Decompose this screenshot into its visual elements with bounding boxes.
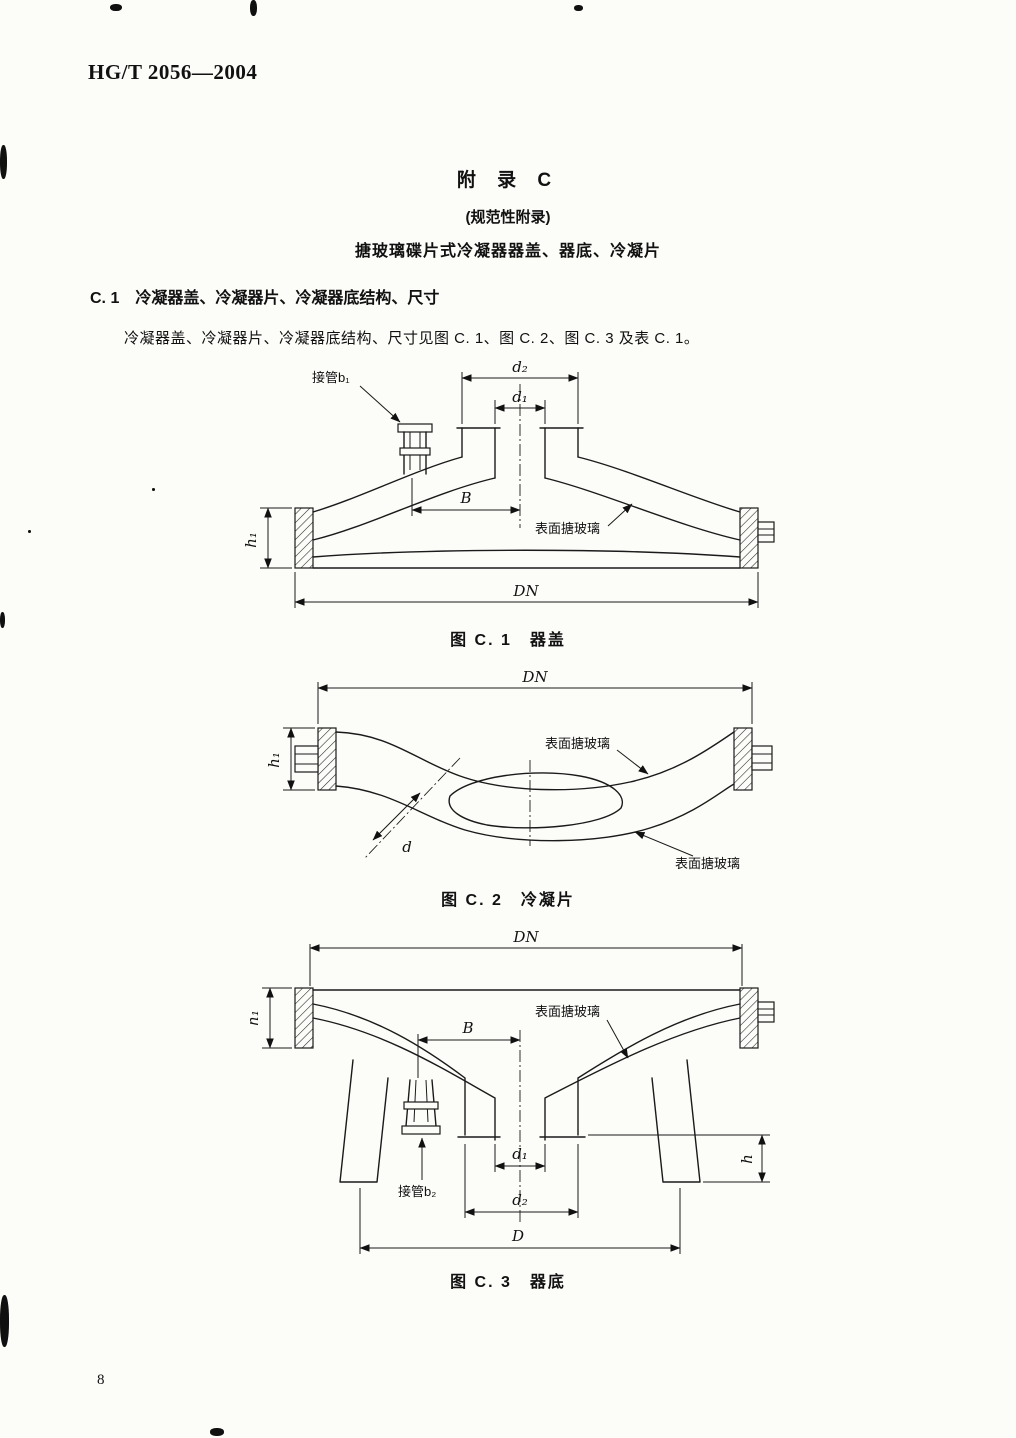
- appendix-note: (规范性附录): [465, 209, 551, 226]
- fig1-dim-b: B: [411, 478, 521, 516]
- fig2-label-glass-bottom: 表面搪玻璃: [675, 856, 740, 871]
- fig1-label-h1: h₁: [242, 532, 260, 548]
- body-paragraph: 冷凝器盖、冷凝器片、冷凝器底结构、尺寸见图 C. 1、图 C. 2、图 C. 3…: [124, 330, 700, 347]
- fig3-right-flange: [739, 987, 759, 1049]
- fig3-callout-glass: 表面搪玻璃: [535, 1004, 629, 1059]
- fig2-label-glass-top: 表面搪玻璃: [545, 736, 610, 751]
- fig2-disc-shell: [335, 731, 735, 842]
- fig1-right-stub: [757, 521, 775, 543]
- figure-c2-drawing: d DN h₁ 表面搪玻璃 表面搪玻璃: [265, 668, 773, 871]
- scan-artifact: [152, 488, 155, 491]
- fig1-callout-nozzle: 接管b₁: [312, 370, 401, 423]
- fig2-label-dn: DN: [521, 668, 548, 686]
- scan-artifact: [210, 1428, 224, 1436]
- fig1-callout-glass: 表面搪玻璃: [535, 503, 633, 536]
- section-title: 冷凝器盖、冷凝器片、冷凝器底结构、尺寸: [135, 290, 440, 307]
- fig3-label-h1: h₁: [250, 1010, 262, 1026]
- fig3-shell: [312, 1003, 741, 1141]
- fig3-label-d1: d₁: [512, 1145, 528, 1163]
- fig3-legs: [339, 1059, 701, 1183]
- fig3-dim-d2: d₂: [464, 1144, 579, 1218]
- fig3-dim-h1: h₁: [250, 987, 292, 1049]
- appendix-subtitle: 搪玻璃碟片式冷凝器器盖、器底、冷凝片: [354, 243, 661, 260]
- fig1-shell: [312, 456, 741, 569]
- fig3-label-d2: d₂: [512, 1191, 528, 1209]
- fig3-dim-dn: DN: [309, 930, 743, 986]
- fig3-dim-b: B: [417, 1019, 521, 1078]
- figure-c3-drawing: DN h₁ B 表面搪玻璃 接管b₂ d₁: [250, 930, 775, 1254]
- fig2-callout-glass-top: 表面搪玻璃: [545, 736, 649, 775]
- fig2-right-stub-lines: [752, 753, 772, 764]
- fig1-right-flange: [739, 507, 759, 569]
- fig3-callout-nozzle: 接管b₂: [398, 1137, 436, 1199]
- scan-artifact: [250, 0, 257, 16]
- fig2-callout-glass-bottom: 表面搪玻璃: [634, 831, 740, 871]
- fig1-label-d1: d₁: [512, 388, 528, 406]
- fig1-left-flange: [294, 507, 314, 569]
- fig1-nozzle: [397, 423, 433, 475]
- standard-number: HG/T 2056—2004: [88, 60, 258, 84]
- fig2-right-flange: [733, 727, 753, 791]
- fig3-left-flange: [294, 987, 314, 1049]
- page-number: 8: [97, 1372, 105, 1388]
- scan-artifact: [0, 1295, 9, 1347]
- fig1-neck: [456, 427, 584, 479]
- fig3-dim-dbig: D: [359, 1188, 681, 1254]
- fig1-dim-dn: DN: [294, 572, 759, 608]
- fig1-dim-d1: d₁: [494, 388, 546, 424]
- section-heading: C. 1 冷凝器盖、冷凝器片、冷凝器底结构、尺寸: [90, 284, 439, 308]
- scan-artifact: [0, 145, 7, 179]
- fig3-label-dn: DN: [512, 930, 539, 946]
- fig1-label-glass: 表面搪玻璃: [535, 521, 600, 536]
- fig2-dim-h1: h₁: [265, 727, 315, 791]
- fig2-left-stub-lines: [295, 753, 318, 765]
- fig1-label-nozzle: 接管b₁: [312, 370, 350, 385]
- fig3-dim-d1: d₁: [494, 1144, 546, 1172]
- figure-c2-caption: 图 C. 2 冷凝片: [441, 892, 575, 909]
- fig1-label-dn: DN: [512, 582, 539, 600]
- fig3-right-stub: [757, 1001, 775, 1023]
- fig2-label-h1: h₁: [265, 752, 283, 768]
- fig2-left-stub: [294, 745, 319, 773]
- scan-artifact: [28, 530, 31, 533]
- fig1-label-b: B: [459, 489, 471, 507]
- fig1-dim-d2: d₂: [461, 358, 579, 424]
- figure-c1-caption: 图 C. 1 器盖: [450, 632, 566, 649]
- fig3-label-dbig: D: [511, 1227, 524, 1245]
- scan-artifact: [574, 5, 583, 11]
- fig2-dim-dn: DN: [317, 668, 753, 724]
- section-number: C. 1: [90, 290, 120, 307]
- fig3-dim-h: h: [588, 1134, 770, 1183]
- figure-c1-drawing: d₂ d₁ B h₁ DN 表面搪玻璃: [242, 358, 775, 608]
- fig1-dim-h1: h₁: [242, 507, 292, 569]
- fig3-right-stub-lines: [758, 1008, 774, 1016]
- appendix-title: 附 录 C: [456, 170, 560, 191]
- scan-artifact: [110, 4, 122, 11]
- fig3-label-glass: 表面搪玻璃: [535, 1004, 600, 1019]
- fig2-channel-axis: [364, 757, 461, 859]
- fig2-label-d: d: [402, 838, 412, 856]
- figure-c3-caption: 图 C. 3 器底: [450, 1274, 566, 1291]
- fig2-dim-d: d: [372, 792, 421, 856]
- fig1-label-d2: d₂: [512, 358, 528, 376]
- fig3-label-b: B: [461, 1019, 473, 1037]
- fig2-right-stub: [751, 745, 773, 771]
- fig3-label-h: h: [738, 1154, 756, 1164]
- fig3-nozzle: [401, 1079, 441, 1135]
- fig1-right-stub-lines: [758, 528, 774, 536]
- fig2-left-flange: [317, 727, 337, 791]
- fig3-label-nozzle: 接管b₂: [398, 1184, 436, 1199]
- scan-artifact: [0, 612, 5, 628]
